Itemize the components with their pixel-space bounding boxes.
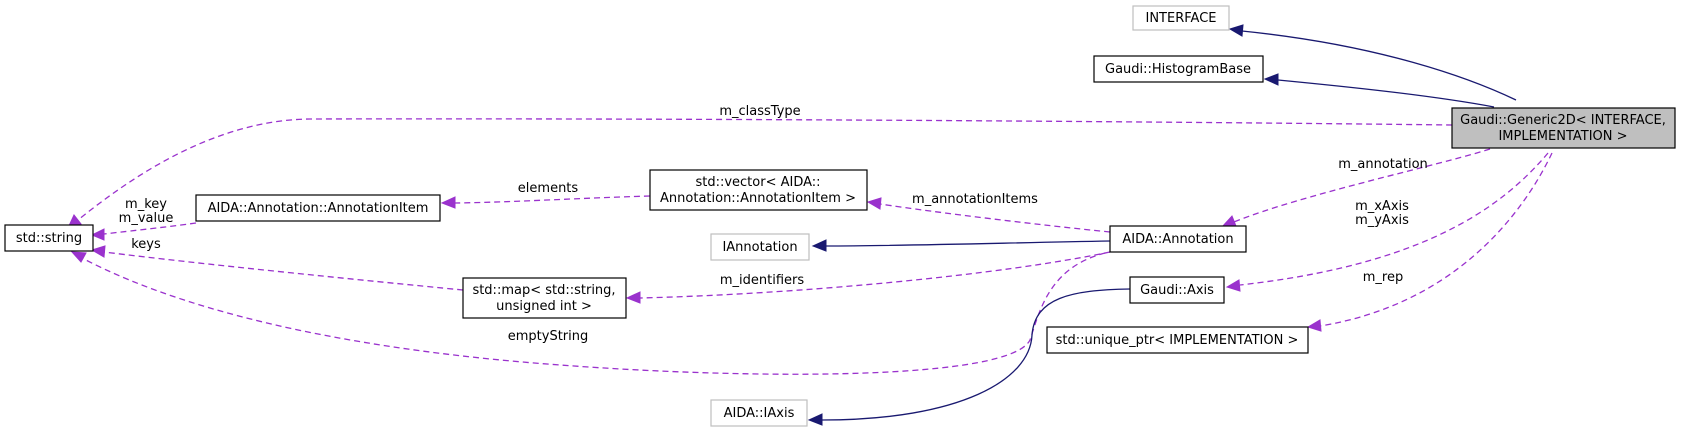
arrowhead-use (625, 291, 641, 304)
node-aida-annotation-label: AIDA::Annotation (1122, 232, 1233, 247)
node-generic2d-label-line1: Gaudi::Generic2D< INTERFACE, (1460, 113, 1666, 128)
edge-m-identifiers (639, 251, 1111, 299)
node-map[interactable]: std::map< std::string, unsigned int > (462, 277, 627, 319)
edge-label-m-rep: m_rep (1363, 270, 1403, 285)
edge-label-m-key: m_key (125, 197, 167, 212)
arrowhead-inherit (811, 239, 827, 252)
node-map-label-line1: std::map< std::string, (472, 283, 615, 298)
node-generic2d[interactable]: Gaudi::Generic2D< INTERFACE, IMPLEMENTAT… (1451, 107, 1676, 149)
arrowhead-use (70, 251, 87, 263)
node-vector-label-line2: Annotation::AnnotationItem > (660, 191, 856, 206)
arrowhead-inherit (807, 413, 823, 426)
edge-label-m-xaxis: m_xAxis (1355, 199, 1409, 214)
edge-m-annotation (1233, 148, 1491, 223)
arrowhead-use (440, 196, 456, 209)
edge-m-rep (1319, 152, 1553, 327)
arrowhead-use (1220, 215, 1237, 228)
arrowhead-use (90, 245, 106, 258)
node-aida-iaxis[interactable]: AIDA::IAxis (710, 399, 808, 427)
node-interface-label: INTERFACE (1146, 11, 1217, 26)
edge-label-m-annotation: m_annotation (1338, 157, 1428, 172)
node-aida-annotation[interactable]: AIDA::Annotation (1109, 225, 1247, 253)
node-iannotation-label: IAnnotation (722, 240, 797, 255)
arrowhead-use (1306, 319, 1322, 332)
node-vector-label-line1: std::vector< AIDA:: (695, 175, 820, 190)
edge-label-keys: keys (131, 237, 161, 252)
node-unique-ptr[interactable]: std::unique_ptr< IMPLEMENTATION > (1046, 326, 1309, 354)
arrowhead-use (90, 228, 105, 241)
node-iannotation[interactable]: IAnnotation (710, 233, 810, 261)
arrowhead-use (1225, 279, 1241, 292)
node-aida-iaxis-label: AIDA::IAxis (724, 406, 795, 421)
edge-label-m-yaxis: m_yAxis (1355, 213, 1409, 228)
edge-label-m-annotationitems: m_annotationItems (912, 192, 1038, 207)
node-annotation-item[interactable]: AIDA::Annotation::AnnotationItem (195, 194, 441, 222)
node-histogram-base[interactable]: Gaudi::HistogramBase (1093, 55, 1264, 83)
edge-label-m-identifiers: m_identifiers (720, 273, 805, 288)
node-gaudi-axis[interactable]: Gaudi::Axis (1129, 276, 1225, 304)
node-unique-ptr-label: std::unique_ptr< IMPLEMENTATION > (1056, 333, 1299, 348)
edge-m-key-m-value (103, 222, 197, 235)
node-std-string-label: std::string (16, 231, 82, 246)
edge-label-m-classtype: m_classType (719, 104, 800, 119)
node-histogram-base-label: Gaudi::HistogramBase (1105, 62, 1251, 77)
edge-generic2d-to-histogrambase (1277, 79, 1495, 108)
node-gaudi-axis-label: Gaudi::Axis (1140, 283, 1214, 298)
edge-m-annotationitems (879, 203, 1111, 233)
node-generic2d-label-line2: IMPLEMENTATION > (1498, 129, 1627, 144)
arrowhead-use (866, 197, 882, 210)
edge-m-xaxis-m-yaxis (1239, 152, 1549, 286)
edge-m-classtype (77, 118, 1453, 221)
arrowhead-inherit (1263, 73, 1279, 86)
edge-keys (103, 251, 464, 291)
node-interface[interactable]: INTERFACE (1132, 5, 1230, 31)
edge-elements (454, 195, 651, 204)
edge-axis-to-iaxis (821, 288, 1131, 421)
node-map-label-line2: unsigned int > (496, 299, 592, 314)
edge-label-elements: elements (518, 181, 579, 196)
edge-generic2d-to-interface (1241, 30, 1517, 101)
edge-label-m-value: m_value (119, 211, 174, 226)
node-vector[interactable]: std::vector< AIDA:: Annotation::Annotati… (649, 169, 868, 211)
arrowhead-inherit (1228, 24, 1244, 37)
edge-annotation-to-iannotation (825, 240, 1111, 247)
node-annotation-item-label: AIDA::Annotation::AnnotationItem (208, 201, 429, 216)
edge-label-emptystring: emptyString (508, 329, 589, 344)
node-std-string[interactable]: std::string (4, 224, 94, 252)
edge-emptystring (81, 250, 1116, 375)
